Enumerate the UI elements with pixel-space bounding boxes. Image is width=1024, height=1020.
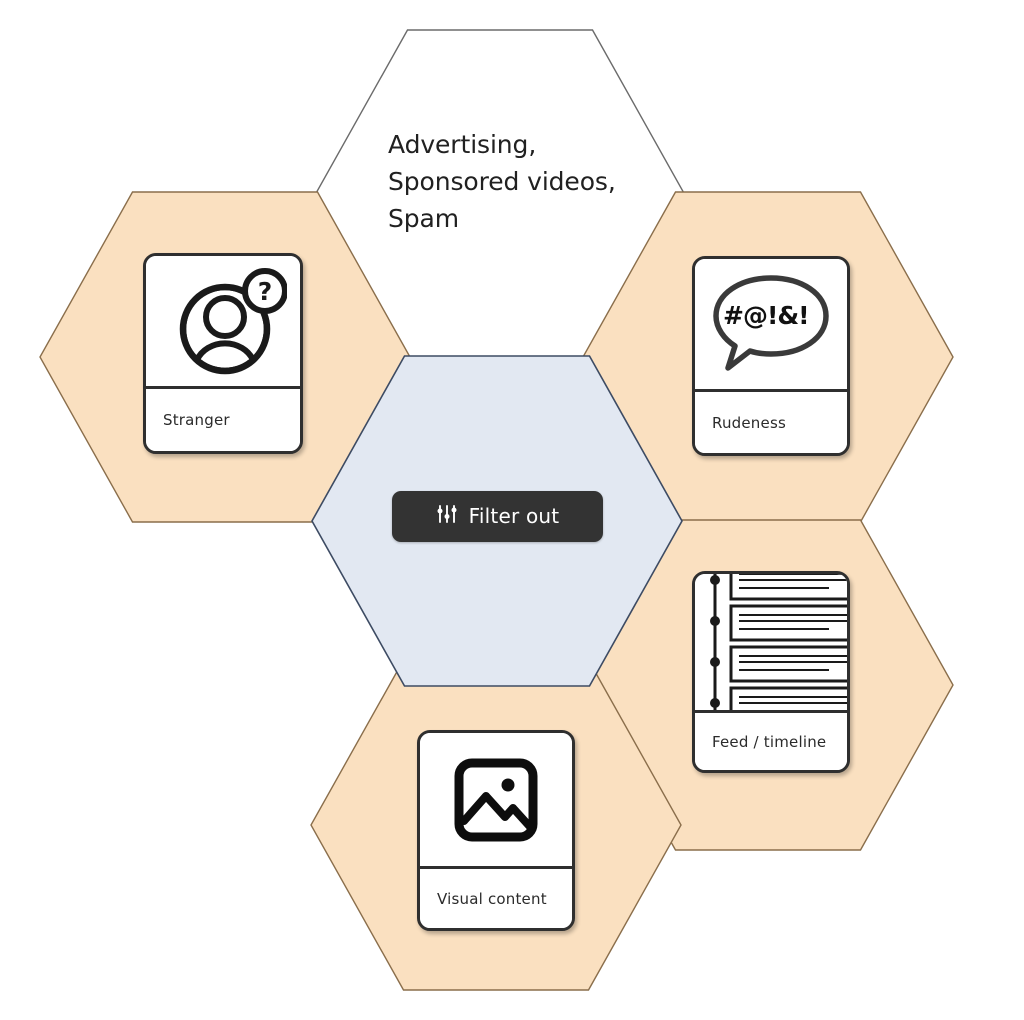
card-feed-timeline[interactable]: Feed / timeline (692, 571, 850, 773)
card-feed-timeline-label: Feed / timeline (695, 713, 847, 770)
card-visual-content-label: Visual content (420, 869, 572, 928)
card-stranger-label: Stranger (146, 389, 300, 451)
card-rudeness-label: Rudeness (695, 392, 847, 453)
card-stranger[interactable]: ? Stranger (143, 253, 303, 454)
card-visual-content-icon-area (420, 733, 572, 869)
timeline-feed-icon (707, 574, 847, 710)
filter-out-button-label: Filter out (468, 503, 560, 528)
card-feed-timeline-icon-area (695, 574, 847, 713)
card-rudeness-icon-area: #@!&! (695, 259, 847, 392)
card-rudeness-bubble-text: #@!&! (723, 301, 810, 330)
hexagon-advertising-label: Advertising, Sponsored videos, Spam (388, 130, 616, 233)
speech-bubble-icon (706, 268, 836, 384)
svg-text:?: ? (258, 277, 273, 306)
user-question-icon: ? (175, 266, 288, 382)
sliders-icon (436, 503, 458, 530)
card-visual-content[interactable]: Visual content (417, 730, 575, 931)
card-rudeness[interactable]: #@!&! Rudeness (692, 256, 850, 456)
card-stranger-icon-area: ? (146, 256, 300, 389)
filter-out-button[interactable]: Filter out (392, 491, 603, 542)
image-icon (453, 757, 539, 847)
